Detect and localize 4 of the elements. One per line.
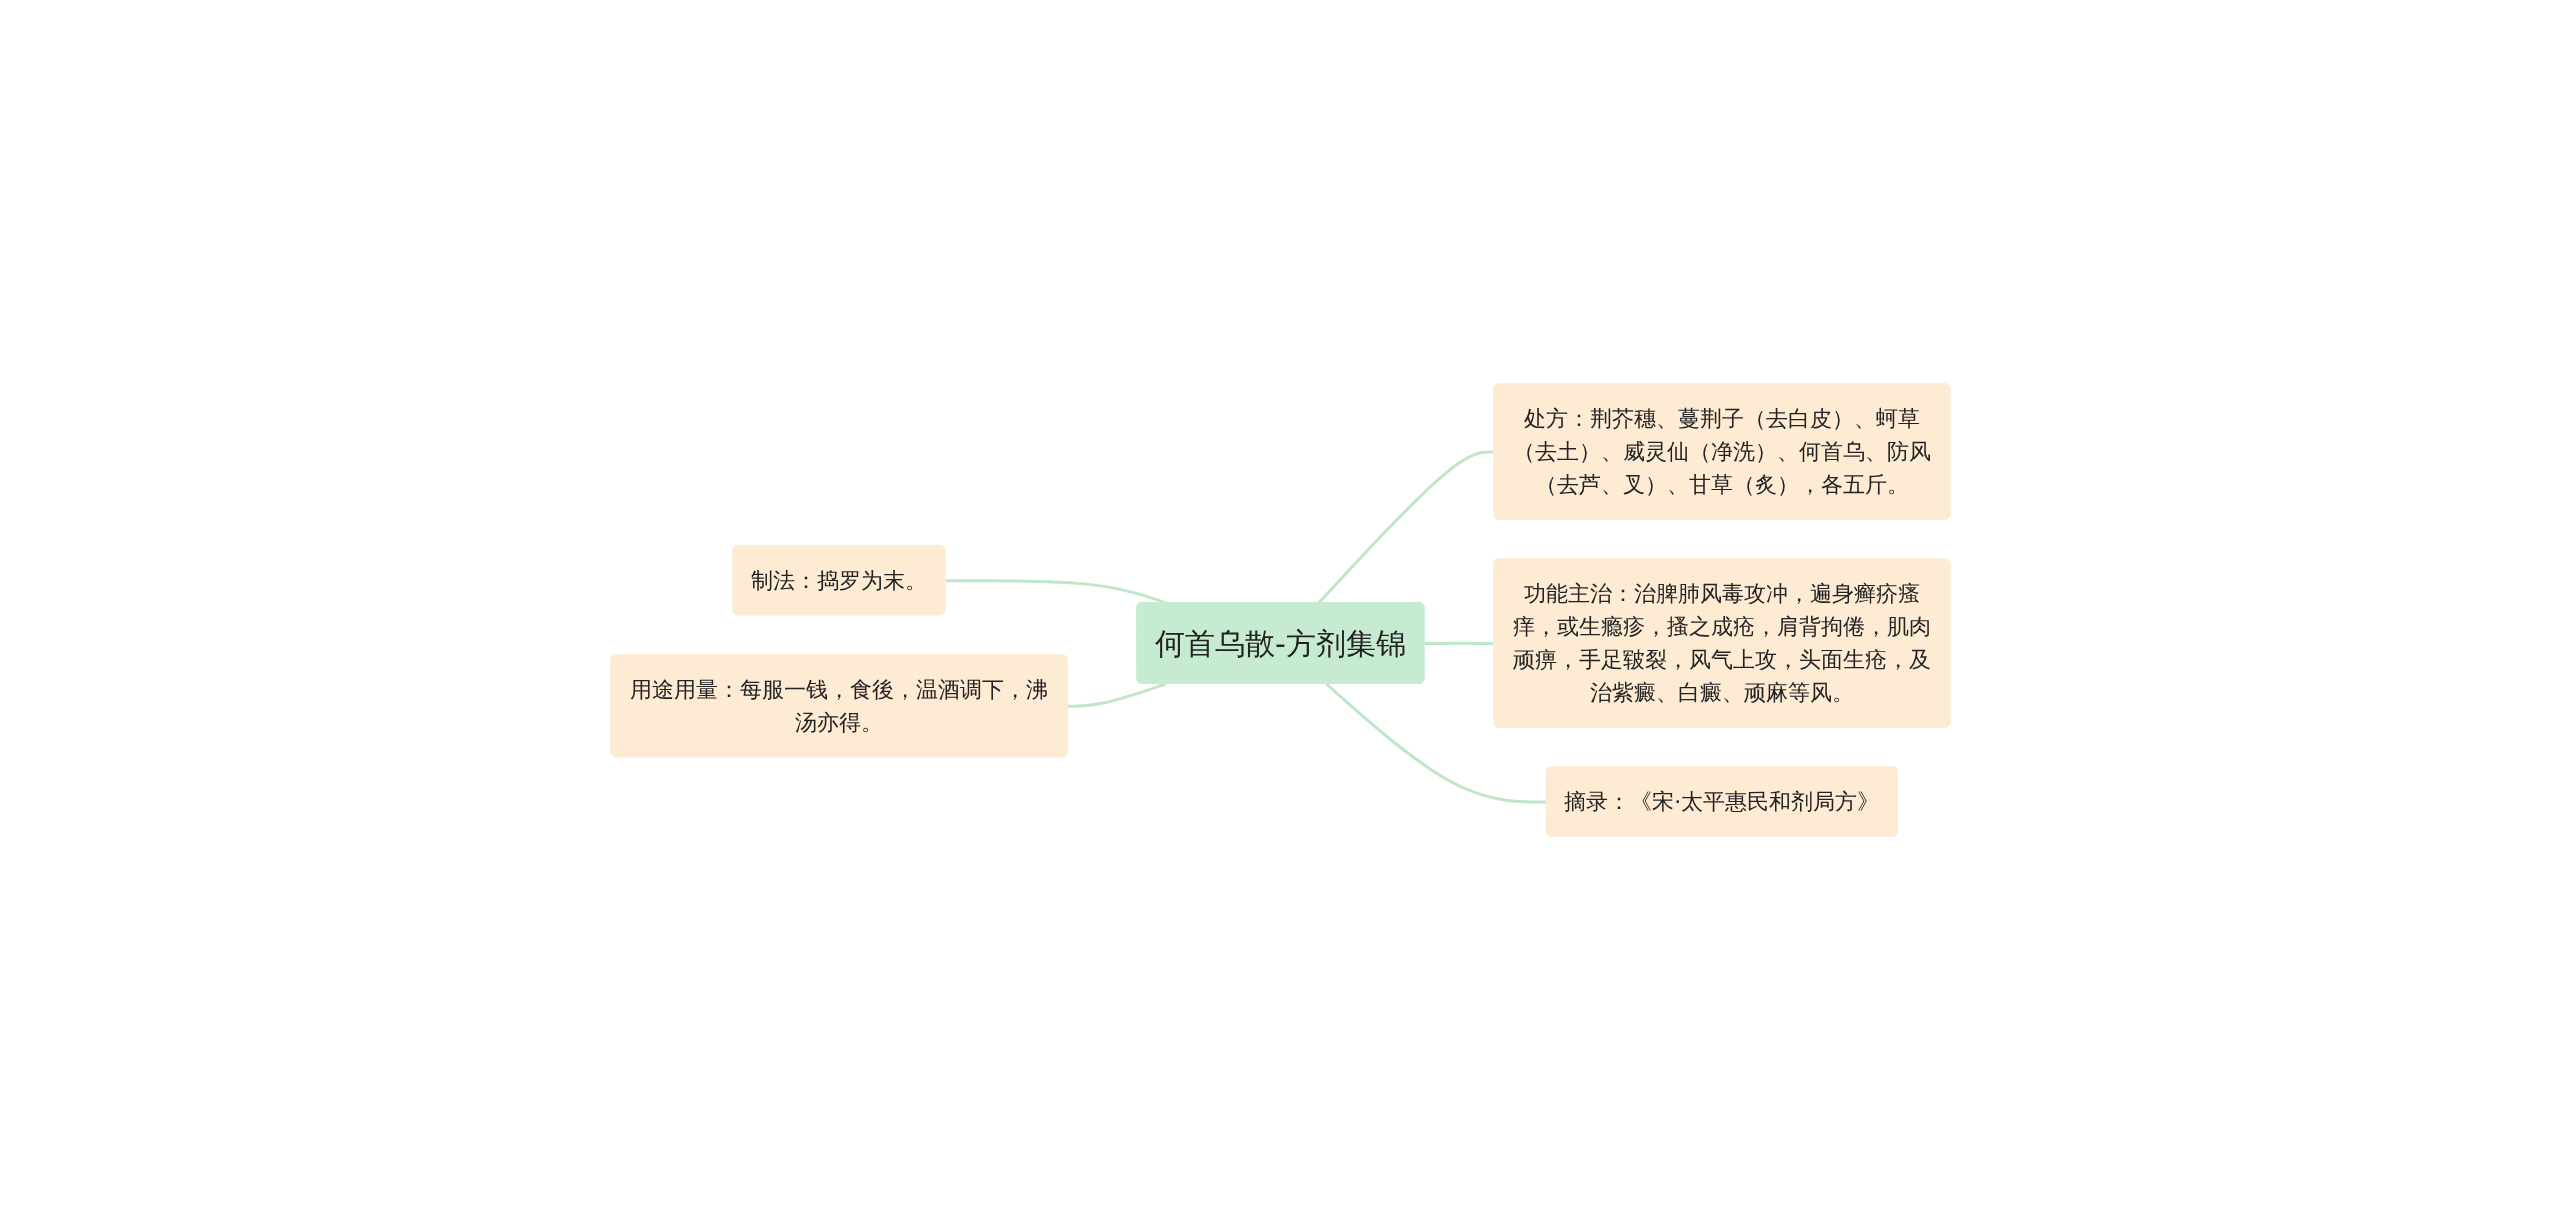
connector [1067, 682, 1166, 708]
connector [1423, 641, 1494, 645]
connector [1325, 682, 1547, 804]
connector [1317, 450, 1494, 604]
